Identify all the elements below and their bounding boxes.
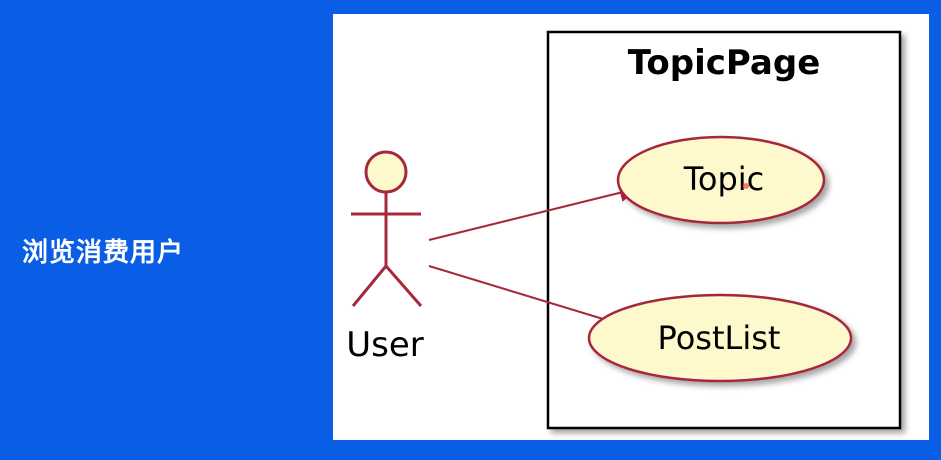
cursor-dot xyxy=(743,183,749,189)
use-case-diagram: TopicPage User Topic PostList xyxy=(346,30,902,430)
side-label: 浏览消费用户 xyxy=(22,238,185,268)
association-user-topic xyxy=(428,191,624,241)
use-case-label-topic: Topic xyxy=(683,160,764,198)
actor-user xyxy=(351,150,423,307)
use-case-postlist: PostList xyxy=(587,293,853,383)
diagram-canvas: TopicPage User Topic PostList xyxy=(333,14,929,440)
use-case-label-postlist: PostList xyxy=(658,319,781,357)
actor-left-leg xyxy=(351,265,388,307)
system-title: TopicPage xyxy=(628,43,821,83)
association-user-postlist xyxy=(428,265,614,323)
actor-head xyxy=(364,150,408,194)
use-case-topic: Topic xyxy=(616,135,826,225)
actor-name: User xyxy=(346,325,424,365)
actor-right-leg xyxy=(384,265,423,307)
